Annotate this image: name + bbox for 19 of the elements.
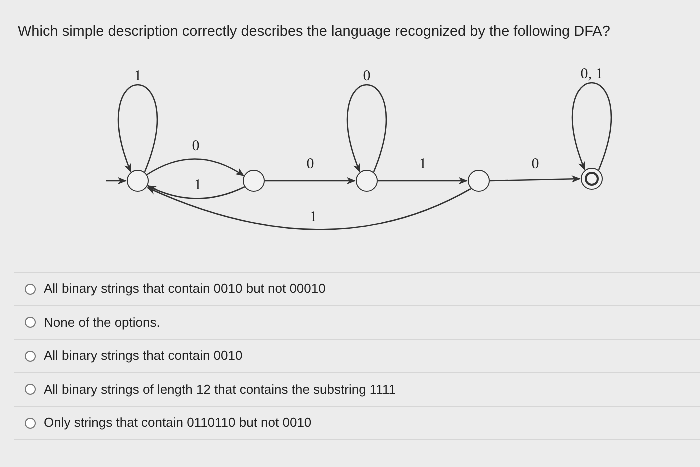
transition-arrow [490,176,581,183]
option-text: All binary strings of length 12 that contains the substring 1111 [44,380,396,399]
edge-label: 1 [133,70,143,84]
self-loop-arrow [347,84,387,173]
start-arrow [106,177,127,185]
transition-arrow [147,185,246,200]
edge-label: 0, 1 [580,68,604,82]
self-loop-arrow [572,82,612,171]
edge-label: 0 [362,70,372,84]
option-text: None of the options. [44,314,160,332]
option-text: All binary strings that contain 0010 [44,347,243,366]
transition-arrow [378,177,468,185]
question-text: Which simple description correctly describes the language recognized by the following DFA? [18,23,610,42]
transition-arrow [147,187,472,230]
option-text: Only strings that contain 0110110 but not 0010 [44,414,312,432]
self-loop-arrow [118,84,158,173]
transition-arrow [265,177,356,185]
transition-arrow [146,158,245,177]
option-text: All binary strings that contain 0010 but not 00010 [44,280,326,298]
